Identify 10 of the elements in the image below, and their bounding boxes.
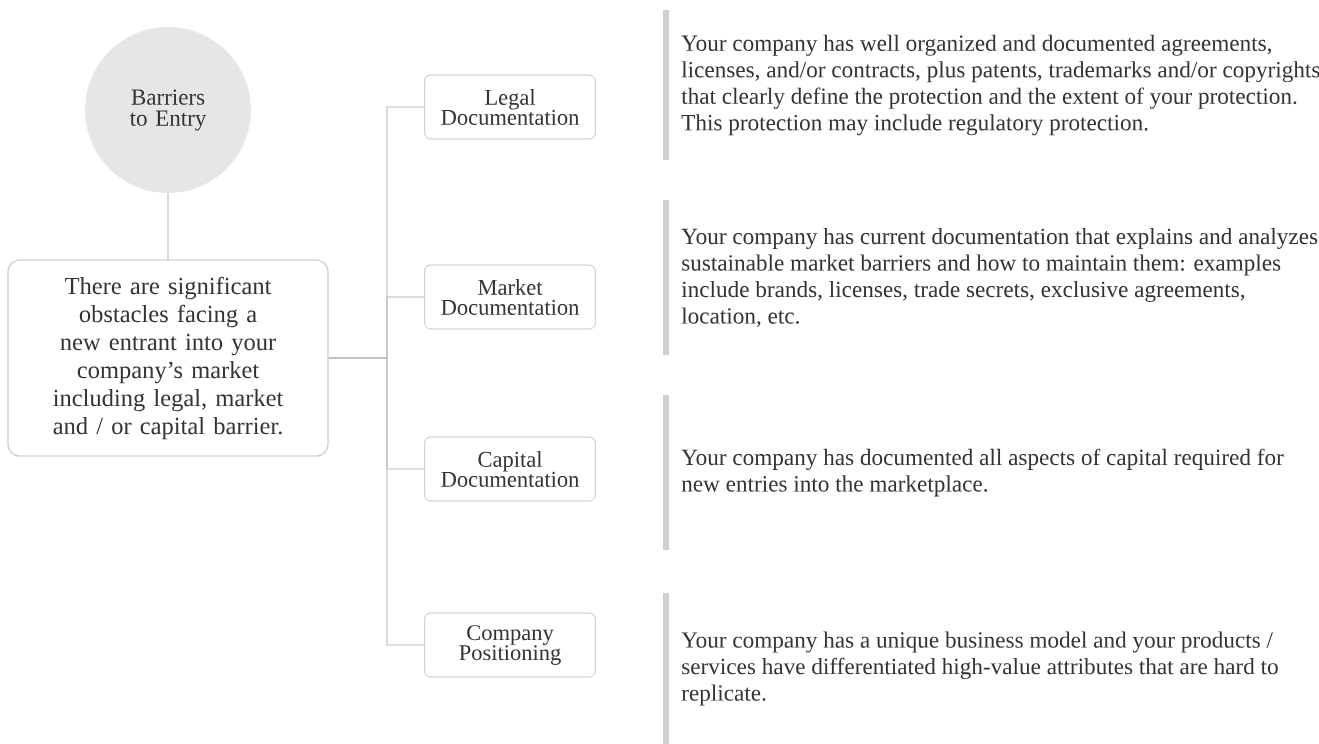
description-text: Your company has documented all aspects of capital required for new entries into the marketplace.: [681, 448, 1284, 497]
summary-box: There are significant obstacles facing a new entrant into your company’s market including legal, market and / or capital barrier.: [7, 259, 329, 457]
description-text: Your company has well organized and documented agreements, licenses, and/or contracts, plus patents, trademarks and/or copyrights that clearly define the protection and the extent of your protection. This protection may include regulatory protection.: [681, 34, 1319, 136]
description-text: Your company has a unique business model and your products / services have differentiated high-value attributes that are hard to replicate.: [681, 631, 1278, 706]
category-box: Legal Documentation: [424, 74, 596, 140]
category-box: Capital Documentation: [424, 436, 596, 502]
category-box: Company Positioning: [424, 612, 596, 678]
category-box: Market Documentation: [424, 264, 596, 330]
description-text: Your company has current documentation that explains and analyzes sustainable market barriers and how to maintain them: examples include brands, licenses, trade secrets, exclusive agreements, location, etc.: [681, 227, 1318, 328]
connector-line: [167, 192, 169, 260]
